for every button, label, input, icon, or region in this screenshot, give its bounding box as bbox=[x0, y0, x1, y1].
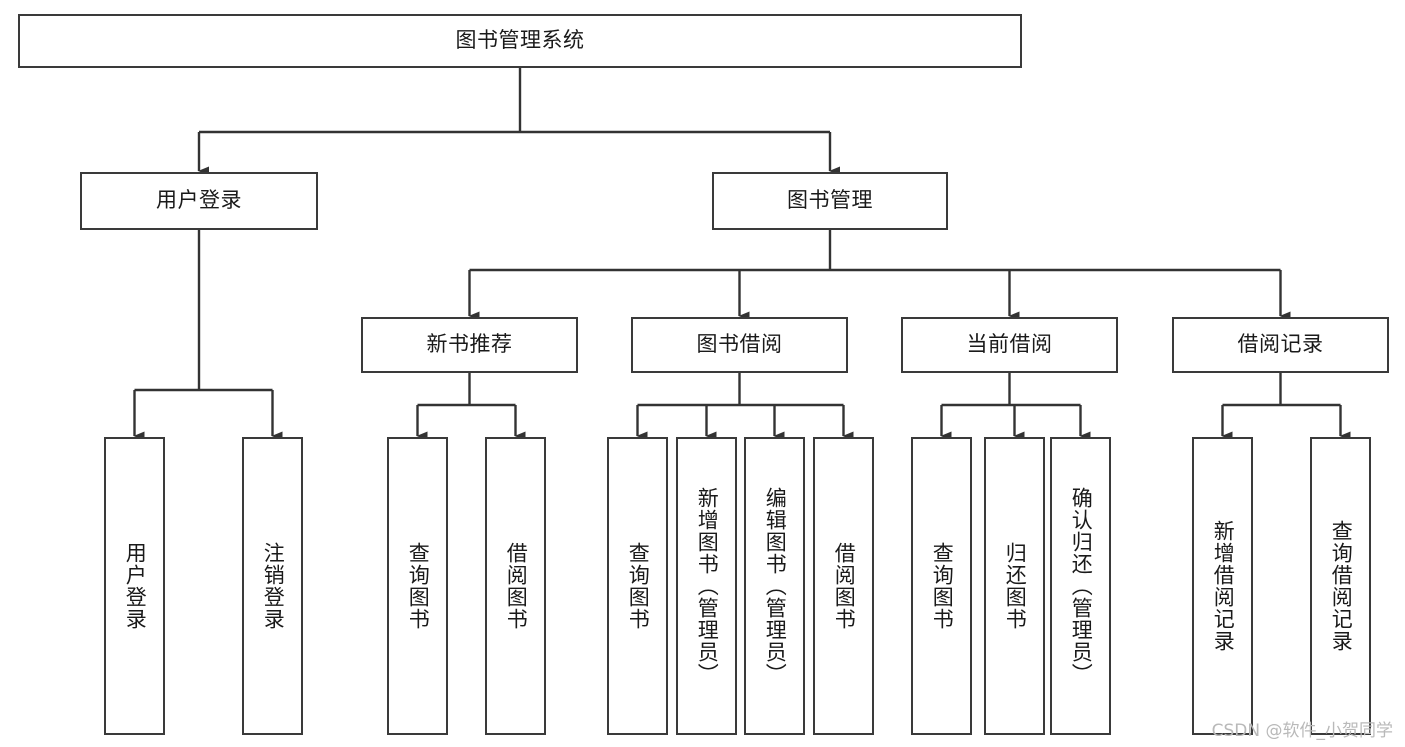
node-current-borrow[interactable]: 当前借阅 bbox=[901, 317, 1118, 373]
node-leaf-user-login[interactable]: 用户登录 bbox=[104, 437, 165, 735]
node-leaf-logout[interactable]: 注销登录 bbox=[242, 437, 303, 735]
node-label-leaf-edit-book: 编辑图书（管理员） bbox=[763, 487, 788, 685]
node-label-book-borrow: 图书借阅 bbox=[696, 332, 783, 357]
node-label-borrow-record: 借阅记录 bbox=[1237, 332, 1324, 357]
node-root[interactable]: 图书管理系统 bbox=[18, 14, 1022, 68]
node-leaf-edit-book[interactable]: 编辑图书（管理员） bbox=[744, 437, 805, 735]
node-leaf-borrow-book-2[interactable]: 借阅图书 bbox=[813, 437, 874, 735]
node-book-borrow[interactable]: 图书借阅 bbox=[631, 317, 848, 373]
node-label-leaf-confirm-return: 确认归还（管理员） bbox=[1069, 487, 1094, 685]
node-new-book-rec[interactable]: 新书推荐 bbox=[361, 317, 578, 373]
node-label-current-borrow: 当前借阅 bbox=[966, 332, 1053, 357]
node-label-new-book-rec: 新书推荐 bbox=[426, 332, 513, 357]
node-label-leaf-add-record: 新增借阅记录 bbox=[1211, 520, 1236, 652]
node-leaf-query-book-1[interactable]: 查询图书 bbox=[387, 437, 448, 735]
node-leaf-add-record[interactable]: 新增借阅记录 bbox=[1192, 437, 1253, 735]
node-leaf-query-book-2[interactable]: 查询图书 bbox=[607, 437, 668, 735]
node-label-leaf-borrow-book-1: 借阅图书 bbox=[504, 542, 529, 630]
node-leaf-query-book-3[interactable]: 查询图书 bbox=[911, 437, 972, 735]
node-leaf-borrow-book-1[interactable]: 借阅图书 bbox=[485, 437, 546, 735]
node-label-leaf-query-book-1: 查询图书 bbox=[406, 542, 431, 630]
node-label-user-login: 用户登录 bbox=[156, 188, 242, 213]
node-label-leaf-query-book-2: 查询图书 bbox=[626, 542, 651, 630]
node-leaf-add-book[interactable]: 新增图书（管理员） bbox=[676, 437, 737, 735]
connector-group bbox=[133, 68, 1351, 441]
node-label-root: 图书管理系统 bbox=[455, 28, 585, 53]
node-label-leaf-query-book-3: 查询图书 bbox=[930, 542, 955, 630]
node-label-leaf-borrow-book-2: 借阅图书 bbox=[832, 542, 857, 630]
node-label-leaf-query-record: 查询借阅记录 bbox=[1329, 520, 1354, 652]
node-label-book-manage: 图书管理 bbox=[787, 188, 873, 213]
node-leaf-return-book[interactable]: 归还图书 bbox=[984, 437, 1045, 735]
node-label-leaf-logout: 注销登录 bbox=[261, 542, 286, 630]
node-label-leaf-add-book: 新增图书（管理员） bbox=[695, 487, 720, 685]
node-label-leaf-user-login: 用户登录 bbox=[123, 542, 148, 630]
node-leaf-query-record[interactable]: 查询借阅记录 bbox=[1310, 437, 1371, 735]
node-book-manage[interactable]: 图书管理 bbox=[712, 172, 948, 230]
node-user-login[interactable]: 用户登录 bbox=[80, 172, 318, 230]
node-borrow-record[interactable]: 借阅记录 bbox=[1172, 317, 1389, 373]
node-leaf-confirm-return[interactable]: 确认归还（管理员） bbox=[1050, 437, 1111, 735]
node-label-leaf-return-book: 归还图书 bbox=[1003, 542, 1028, 630]
